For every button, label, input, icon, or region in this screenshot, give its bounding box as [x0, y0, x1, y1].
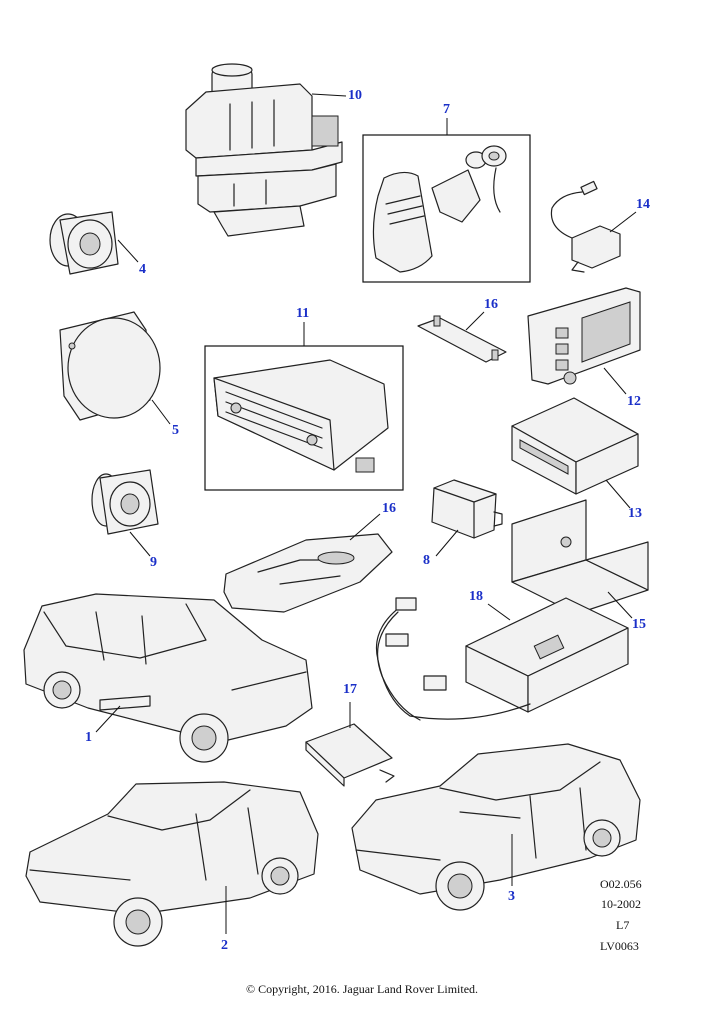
ref-code: O02.056	[600, 877, 642, 891]
ref-level: L7	[616, 918, 630, 932]
callout-2: 2	[221, 938, 228, 953]
callout-4: 4	[139, 262, 146, 277]
callout-8: 8	[423, 553, 430, 568]
callout-14: 14	[636, 197, 650, 212]
copyright-notice: © Copyright, 2016. Jaguar Land Rover Lim…	[245, 982, 479, 996]
part-12-display	[527, 287, 641, 385]
ref-date: 10-2002	[601, 897, 641, 911]
part-9-speaker	[91, 469, 159, 535]
part-16-trim-cover	[223, 533, 393, 613]
callout-9: 9	[150, 555, 157, 570]
callout-18: 18	[469, 589, 483, 604]
vehicle-2	[25, 781, 319, 947]
callout-7: 7	[443, 102, 450, 117]
callout-11: 11	[296, 306, 310, 321]
ref-illustration-id: LV0063	[600, 939, 639, 953]
callout-17: 17	[343, 682, 357, 697]
vehicle-3	[351, 743, 641, 911]
callout-5: 5	[172, 423, 179, 438]
callout-16-upper: 16	[484, 297, 498, 312]
part-5-speaker	[59, 311, 161, 421]
callout-16-lower: 16	[382, 501, 396, 516]
callout-12: 12	[627, 394, 641, 409]
callout-3: 3	[508, 889, 515, 904]
callout-1: 1	[85, 730, 92, 745]
leader-lines	[95, 93, 637, 934]
vehicle-1	[23, 593, 313, 763]
part-11-radio	[204, 345, 404, 491]
callout-10: 10	[348, 88, 362, 103]
part-13-cd-changer	[511, 397, 639, 495]
part-17-module	[305, 723, 395, 787]
part-16-bracket-strip	[417, 315, 507, 363]
part-4-speaker	[49, 211, 119, 275]
part-18-nav-computer	[375, 597, 629, 721]
part-8-module	[431, 479, 503, 539]
callout-13: 13	[628, 506, 642, 521]
part-15-bracket	[511, 499, 649, 615]
part-14-antenna	[550, 180, 621, 273]
part-10-module	[185, 63, 343, 237]
part-7-tweeter-kit	[362, 134, 531, 283]
callout-15: 15	[632, 617, 646, 632]
